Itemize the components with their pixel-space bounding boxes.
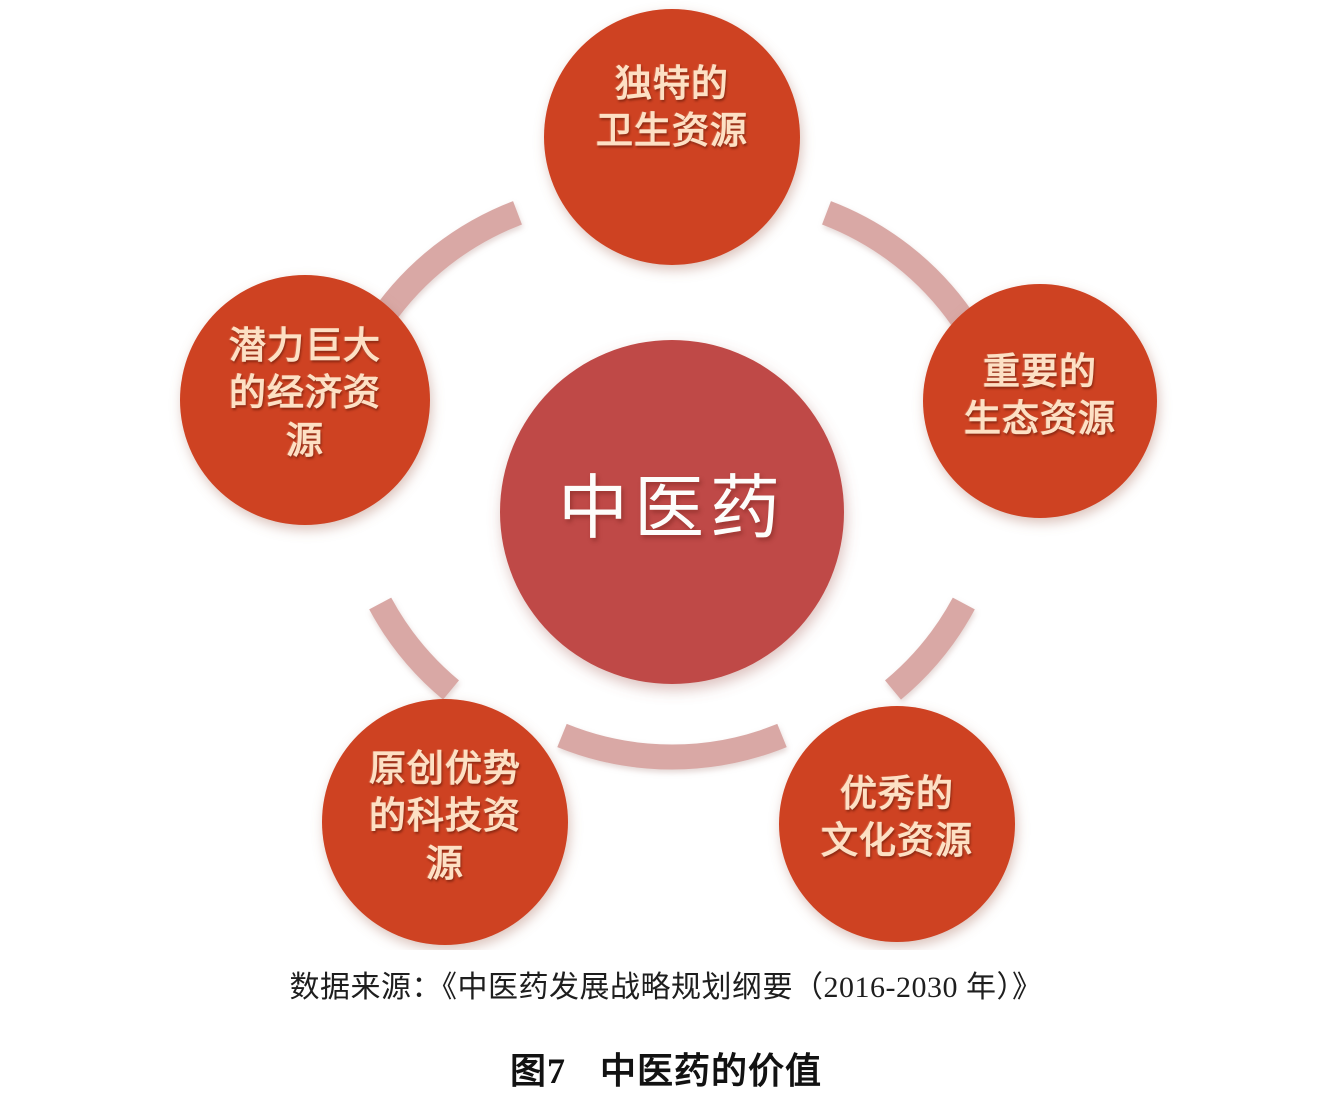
ring-segment-right-bottom — [884, 597, 975, 700]
center-node-circle[interactable] — [500, 340, 844, 684]
ring-segment-top-left — [371, 201, 523, 327]
diagram-svg — [180, 9, 1157, 945]
node-circle-health-resource[interactable] — [544, 9, 800, 265]
node-circle-economic-resource[interactable] — [180, 275, 430, 525]
ring-segments — [369, 201, 975, 770]
ring-segment-left-bottom — [369, 597, 460, 700]
source-note: 数据来源：《中医药发展战略规划纲要（2016-2030 年）》 — [289, 971, 1043, 1004]
node-circle-technology-resource[interactable] — [322, 699, 568, 945]
ring-segment-top-right — [821, 201, 973, 327]
node-circle-ecological-resource[interactable] — [923, 284, 1157, 518]
tcm-value-diagram: 独特的 卫生资源 重要的 生态资源 优秀的 文化资源 原创优势 的科技资 源 潜… — [180, 9, 1157, 945]
node-circle-cultural-resource[interactable] — [779, 706, 1015, 942]
ring-segment-bottom — [557, 723, 787, 770]
figure-title: 图7 中医药的价值 — [0, 1042, 1332, 1094]
figure-number: 图7 — [509, 1051, 566, 1091]
figure-title-text: 中医药的价值 — [600, 1051, 823, 1091]
